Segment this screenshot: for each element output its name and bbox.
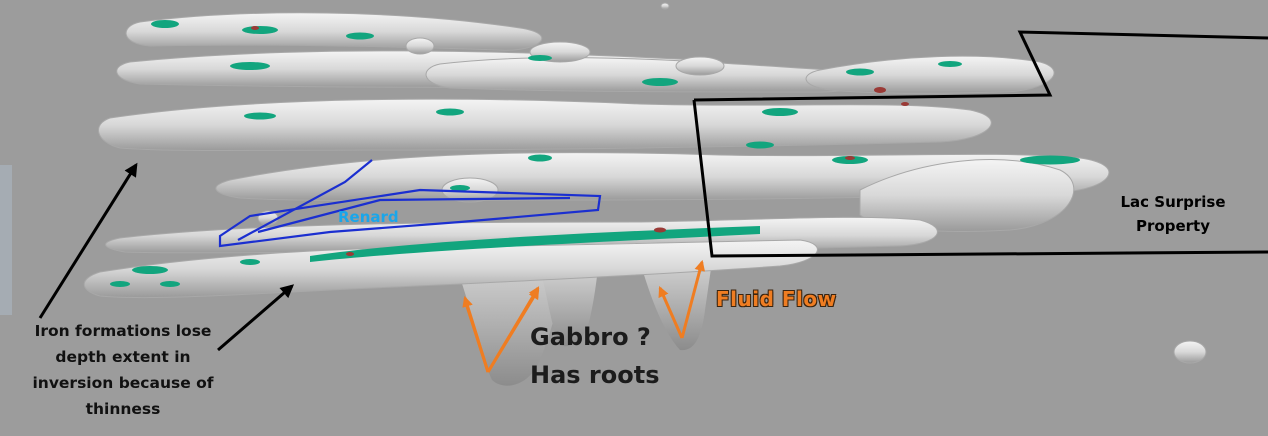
iron-line-1: Iron formations lose [8,318,238,344]
renard-label: Renard [338,208,399,226]
gabbro-label: Gabbro ? Has roots [530,318,660,394]
lac-surprise-property-label: Lac Surprise Property [1098,190,1248,238]
anomaly-green [151,20,179,28]
anomaly-red [346,252,354,256]
iron-line-4: thinness [8,396,238,422]
anomaly-green [240,259,260,265]
body-pod-1 [676,57,724,75]
body-pod-4 [406,38,434,54]
anomaly-green [160,281,180,287]
anomaly-red [874,87,886,93]
fluid-flow-label: Fluid Flow [716,287,837,311]
anomaly-green [242,26,278,34]
anomaly-green [132,266,168,274]
anomaly-green [244,113,276,120]
iron-line-3: inversion because of [8,370,238,396]
anomaly-green [938,61,962,67]
anomaly-red [654,228,666,233]
anomaly-green [230,62,270,70]
body-ridge-5 [99,99,992,150]
anomaly-green [846,69,874,76]
lac-surprise-line-1: Lac Surprise [1098,190,1248,214]
iron-line-2: depth extent in [8,344,238,370]
gabbro-line-2: Has roots [530,356,660,394]
left-edge-strip [0,165,12,315]
anomaly-green [528,55,552,61]
anomaly-green [642,78,678,86]
anomaly-green [528,155,552,162]
anomaly-red [251,26,259,30]
iron-formations-label: Iron formations lose depth extent in inv… [8,318,238,422]
gabbro-line-1: Gabbro ? [530,318,660,356]
anomaly-green [436,109,464,116]
anomaly-green [110,281,130,287]
anomaly-green [346,33,374,40]
anomaly-green [762,108,798,116]
lac-surprise-line-2: Property [1098,214,1248,238]
anomaly-green [1020,156,1080,165]
anomaly-red [845,156,855,160]
isolated-pod [1174,341,1206,363]
anomaly-green [746,142,774,149]
anomaly-red [901,102,909,106]
tiny-pod [661,3,669,9]
